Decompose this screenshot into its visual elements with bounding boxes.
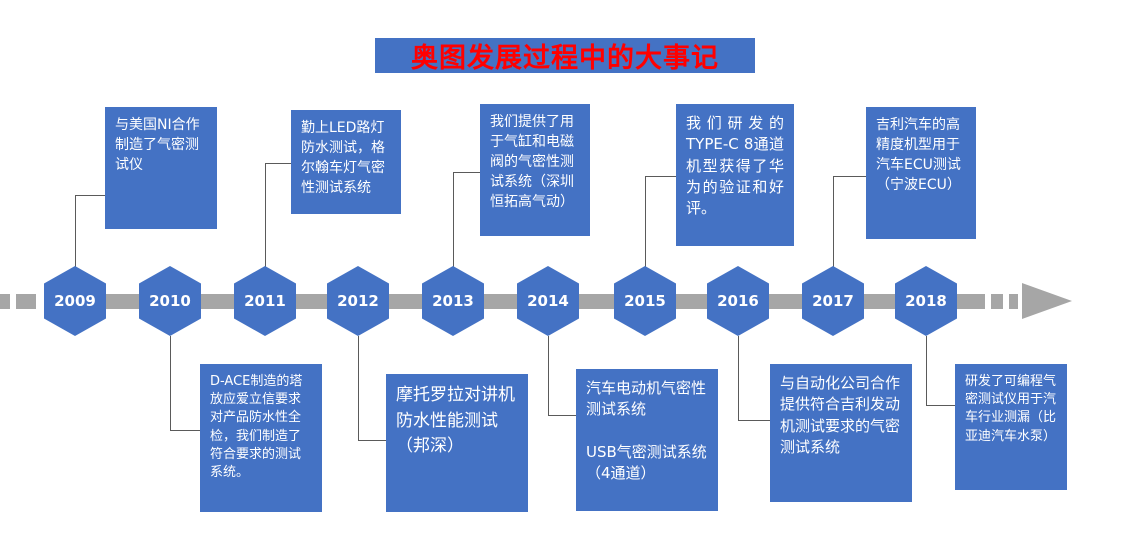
year-label: 2009: [54, 292, 96, 310]
timeline-dash: [16, 294, 36, 309]
year-label: 2018: [905, 292, 947, 310]
year-label: 2015: [624, 292, 666, 310]
connector-2010-vertical: [170, 336, 171, 430]
event-box-2014: 汽车电动机气密性测试系统 USB气密测试系统（4通道）: [576, 369, 718, 511]
year-hexagon-2017: 2017: [802, 266, 864, 336]
connector-2012-vertical: [358, 336, 359, 440]
year-label: 2012: [337, 292, 379, 310]
connector-2018-vertical: [926, 336, 927, 405]
connector-2017-vertical: [833, 176, 834, 268]
event-box-2015: 我们研发的TYPE-C 8通道机型获得了华为的验证和好评。: [676, 104, 794, 246]
year-label: 2010: [149, 292, 191, 310]
connector-2014-vertical: [548, 336, 549, 415]
year-hexagon-2016: 2016: [707, 266, 769, 336]
year-label: 2013: [432, 292, 474, 310]
event-box-2009: 与美国NI合作制造了气密测试仪: [105, 107, 217, 229]
year-hexagon-2010: 2010: [139, 266, 201, 336]
year-hexagon-2009: 2009: [44, 266, 106, 336]
connector-2010-horizontal: [170, 430, 200, 431]
event-box-2010: D-ACE制造的塔放应爱立信要求对产品防水性全检，我们制造了符合要求的测试系统。: [200, 364, 322, 512]
year-hexagon-2011: 2011: [234, 266, 296, 336]
event-box-2017: 吉利汽车的高精度机型用于汽车ECU测试（宁波ECU）: [866, 107, 976, 239]
event-box-2013: 我们提供了用于气缸和电磁阀的气密性测试系统（深圳恒拓高气动）: [480, 104, 590, 236]
year-hexagon-2018: 2018: [895, 266, 957, 336]
page-title: 奥图发展过程中的大事记: [375, 38, 755, 74]
year-hexagon-2014: 2014: [517, 266, 579, 336]
connector-2016-horizontal: [738, 420, 770, 421]
timeline-dash: [0, 294, 10, 309]
connector-2015-vertical: [645, 176, 646, 268]
connector-2018-horizontal: [926, 405, 955, 406]
connector-2011-horizontal: [265, 163, 291, 164]
event-box-2016: 与自动化公司合作提供符合吉利发动机测试要求的气密测试系统: [770, 364, 912, 502]
connector-2011-vertical: [265, 163, 266, 268]
timeline-dash: [1009, 294, 1018, 309]
year-label: 2017: [812, 292, 854, 310]
year-label: 2011: [244, 292, 286, 310]
event-box-2018: 研发了可编程气密测试仪用于汽车行业测漏（比亚迪汽车水泵）: [955, 364, 1067, 490]
event-box-2012: 摩托罗拉对讲机防水性能测试（邦深）: [386, 374, 528, 512]
connector-2014-horizontal: [548, 415, 576, 416]
timeline-arrow-icon: [1022, 283, 1072, 319]
connector-2016-vertical: [738, 336, 739, 420]
year-hexagon-2012: 2012: [327, 266, 389, 336]
connector-2017-horizontal: [833, 176, 866, 177]
year-label: 2014: [527, 292, 569, 310]
connector-2015-horizontal: [645, 176, 676, 177]
connector-2009-horizontal: [75, 195, 105, 196]
year-hexagon-2013: 2013: [422, 266, 484, 336]
connector-2012-horizontal: [358, 440, 386, 441]
connector-2009-vertical: [75, 195, 76, 268]
year-hexagon-2015: 2015: [614, 266, 676, 336]
connector-2013-vertical: [453, 172, 454, 268]
event-box-2011: 勤上LED路灯防水测试，格尔翰车灯气密性测试系统: [291, 110, 401, 214]
connector-2013-horizontal: [453, 172, 480, 173]
timeline-dash: [991, 294, 1003, 309]
year-label: 2016: [717, 292, 759, 310]
